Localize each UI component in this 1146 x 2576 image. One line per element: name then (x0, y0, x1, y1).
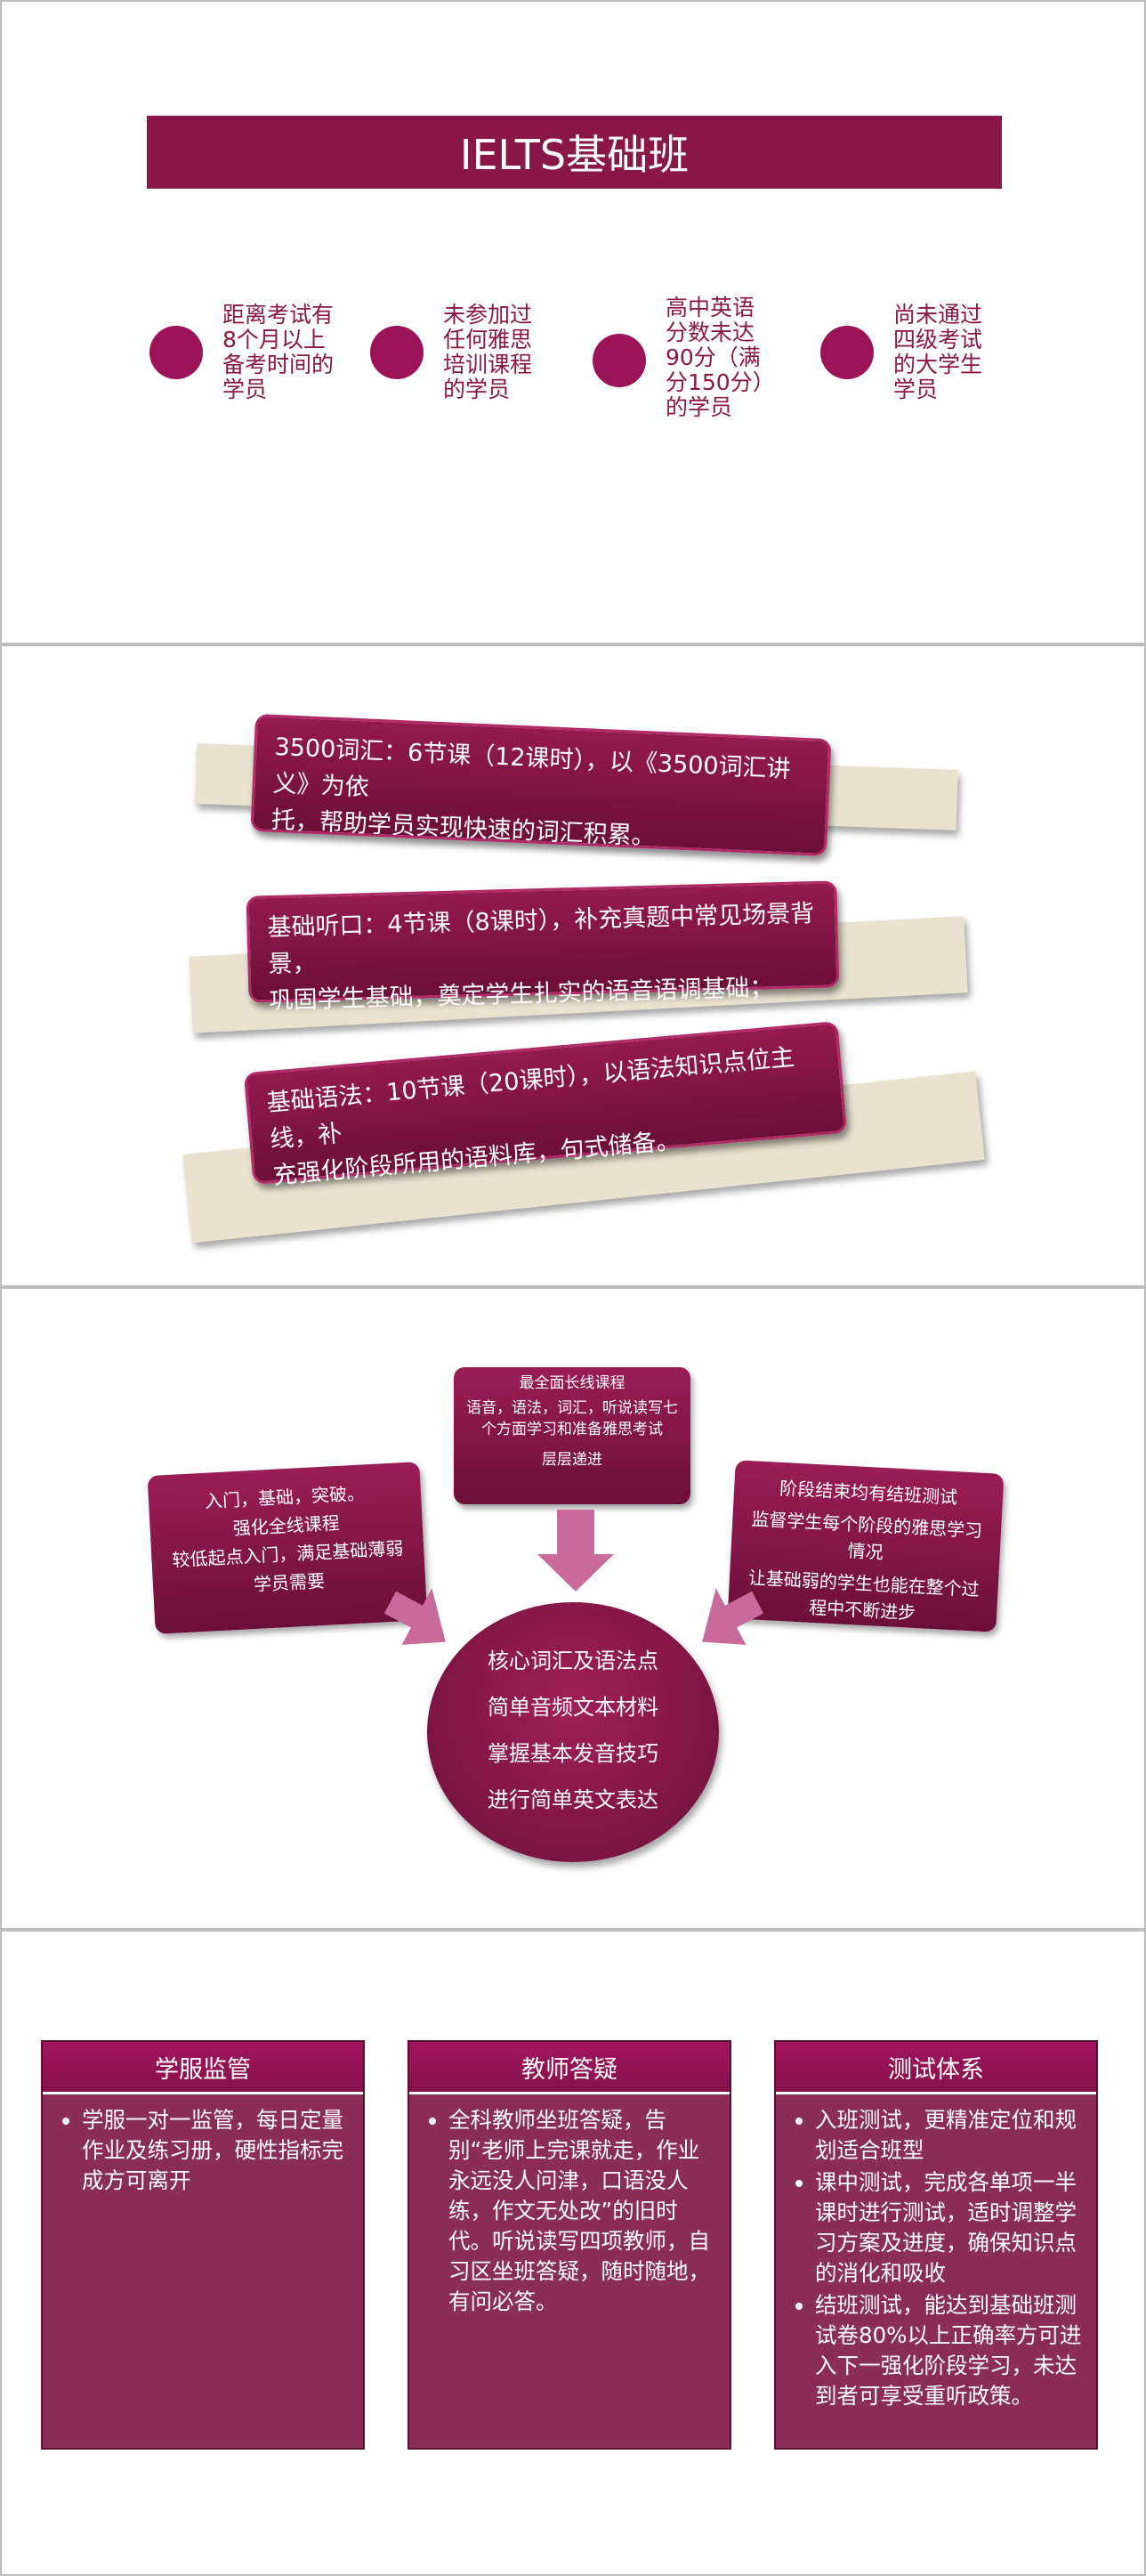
core-item: 简单音频文本材料 (488, 1695, 658, 1720)
feature-line: 让基础弱的学生也能在整个过程中不断进步 (747, 1567, 981, 1624)
slide-title: IELTS基础班 (147, 116, 1002, 189)
feature-box-right: 阶段结束均有结班测试 监督学生每个阶段的雅思学习情况 让基础弱的学生也能在整个过… (727, 1460, 1005, 1632)
feature-footer: 层层递进 (542, 1451, 602, 1469)
column-item: 结班测试，能达到基础班测试卷80%以上正确率方可进入下一强化阶段学习，未达到者可… (815, 2290, 1085, 2411)
course-line: 基础听口：4节课（8课时），补充真题中常见场景背景， (267, 900, 815, 979)
arrow-left-down-icon (702, 1588, 763, 1645)
column-title: 测试体系 (776, 2042, 1096, 2094)
core-item: 核心词汇及语法点 (488, 1648, 658, 1673)
column-item: 学服一对一监管，每日定量作业及练习册，硬性指标完成方可离开 (82, 2105, 352, 2196)
column-supervision: 学服监管 学服一对一监管，每日定量作业及练习册，硬性指标完成方可离开 (41, 2040, 365, 2450)
bullet-dot-icon (820, 326, 874, 379)
slide-support-system: 学服监管 学服一对一监管，每日定量作业及练习册，硬性指标完成方可离开 教师答疑 … (2, 1932, 1144, 2574)
column-testing: 测试体系 入班测试，更精准定位和规划适合班型 课中测试，完成各单项一半课时进行测… (774, 2040, 1098, 2450)
bullet-dot-icon (149, 326, 203, 379)
core-content-circle: 核心词汇及语法点 简单音频文本材料 掌握基本发音技巧 进行简单英文表达 (427, 1602, 719, 1862)
feature-body: 语音，语法，词汇，听说读写七个方面学习和准备雅思考试 (466, 1399, 678, 1438)
column-item: 入班测试，更精准定位和规划适合班型 (815, 2105, 1085, 2166)
target-text: 尚未通过四级考试的大学生学员 (893, 302, 983, 402)
arrow-down-icon (537, 1510, 614, 1592)
column-title: 学服监管 (43, 2042, 363, 2094)
core-item: 进行简单英文表达 (488, 1787, 658, 1812)
course-line: 巩固学生基础，奠定学生扎实的语音语调基础； (269, 974, 774, 1016)
target-item: 未参加过任何雅思培训课程的学员 (370, 303, 546, 402)
course-card: 3500词汇：6节课（12课时），以《3500词汇讲义》为依 托，帮助学员实现快… (250, 713, 832, 857)
bullet-dot-icon (593, 334, 646, 387)
column-teacher-qa: 教师答疑 全科教师坐班答疑，告别“老师上完课就走，作业永远没人问津，口语没人练，… (408, 2040, 731, 2450)
core-item: 掌握基本发音技巧 (488, 1741, 658, 1766)
feature-line: 监督学生每个阶段的雅思学习情况 (750, 1508, 983, 1564)
column-item: 全科教师坐班答疑，告别“老师上完课就走，作业永远没人问津，口语没人练，作文无处改… (448, 2105, 719, 2317)
feature-title: 最全面长线课程 (519, 1374, 625, 1392)
target-item: 高中英语分数未达90分（满分150分）的学员 (593, 296, 771, 420)
column-title: 教师答疑 (409, 2042, 730, 2094)
target-item: 尚未通过四级考试的大学生学员 (820, 303, 997, 402)
course-card: 基础听口：4节课（8课时），补充真题中常见场景背景， 巩固学生基础，奠定学生扎实… (246, 880, 840, 1015)
feature-box-top: 最全面长线课程 语音，语法，词汇，听说读写七个方面学习和准备雅思考试 层层递进 (454, 1367, 690, 1504)
target-text: 高中英语分数未达90分（满分150分）的学员 (666, 295, 764, 420)
bullet-dot-icon (370, 326, 424, 379)
column-item: 课中测试，完成各单项一半课时进行测试，适时调整学习方案及进度，确保知识点的消化和… (815, 2167, 1085, 2288)
arrow-right-down-icon (384, 1588, 446, 1645)
slide-target-students: IELTS基础班 距离考试有8个月以上备考时间的学员 未参加过任何雅思培训课程的… (2, 2, 1144, 643)
target-text: 距离考试有8个月以上备考时间的学员 (222, 302, 335, 402)
slide-course-content: 3500词汇：6节课（12课时），以《3500词汇讲义》为依 托，帮助学员实现快… (2, 646, 1144, 1285)
course-line: 基础语法：10节课（20课时），以语法知识点位主线，补 (265, 1043, 796, 1154)
target-text: 未参加过任何雅思培训课程的学员 (443, 302, 533, 402)
target-item: 距离考试有8个月以上备考时间的学员 (149, 303, 347, 402)
course-line: 托，帮助学员实现快速的词汇积累。 (270, 806, 657, 851)
slide-course-features: 最全面长线课程 语音，语法，词汇，听说读写七个方面学习和准备雅思考试 层层递进 … (2, 1289, 1144, 1928)
course-line: 3500词汇：6节课（12课时），以《3500词汇讲义》为依 (272, 733, 792, 802)
feature-line: 较低起点入门，满足基础薄弱学员需要 (171, 1537, 404, 1596)
